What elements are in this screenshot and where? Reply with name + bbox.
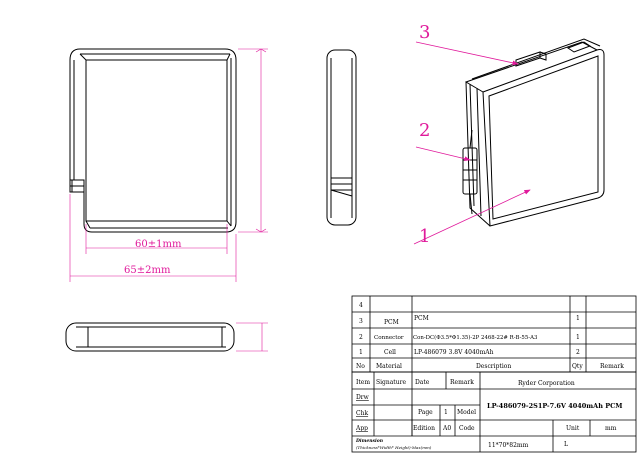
bottom-view — [65, 322, 235, 352]
tb-dimension-label: Dimension — [355, 438, 383, 444]
tb-unit-label: Unit — [566, 425, 580, 432]
tb-date: Date — [415, 379, 430, 386]
bom-row-2-qty: 1 — [576, 334, 580, 341]
tb-model-label: Model — [457, 409, 476, 416]
tb-page-value: 1 — [444, 409, 448, 416]
tb-page-label: Page — [418, 409, 433, 416]
tb-chk: Chk — [356, 410, 368, 417]
outer-width-label: 65±2mm — [124, 265, 171, 276]
isometric-view — [462, 38, 605, 227]
callout-3: 3 — [419, 22, 430, 43]
tb-app: App — [355, 425, 368, 432]
callout-1: 1 — [419, 226, 430, 247]
inner-width-label: 60±1mm — [135, 239, 182, 250]
tb-model-value: LP-486079-2S1P-7.6V 4040mAh PCM — [487, 402, 622, 410]
bom-header-description: Description — [476, 363, 511, 370]
tb-rev: L — [564, 441, 568, 448]
bottom-view-dimension — [236, 322, 268, 352]
bom-row-3-material: PCM — [384, 319, 399, 326]
tb-edition-value: A0 — [442, 425, 451, 432]
bom-row-3-no: 3 — [359, 318, 363, 325]
bom-row-2-material: Connector — [374, 335, 404, 341]
tb-remark: Remark — [450, 379, 474, 386]
bom-header-remark: Remark — [600, 363, 624, 370]
bom-row-1-description: LP-486079 3.8V 4040mAh — [414, 349, 494, 356]
tb-dimension-value: 11*70*82mm — [488, 442, 529, 449]
front-height-dimension — [238, 48, 268, 233]
callout-lines — [413, 41, 531, 245]
callout-2: 2 — [419, 120, 430, 141]
tb-drw: Drw — [356, 394, 370, 401]
tb-company: Ryder Corporation — [518, 380, 575, 387]
side-view — [326, 49, 357, 226]
bom-row-1-no: 1 — [359, 349, 363, 356]
bom-row-2-description: Con-DC(Φ3.5*Φ1.35)-2P 2468-22# R-B-55-A3 — [413, 334, 538, 341]
bom-row-2-no: 2 — [359, 334, 363, 341]
bom-header-qty: Qty — [572, 363, 583, 370]
bom-header-material: Material — [376, 363, 402, 370]
bom-row-3-description: PCM — [414, 315, 429, 322]
tb-item: Item — [356, 379, 370, 386]
bom-row-1-qty: 2 — [576, 349, 580, 356]
tb-signature: Signature — [376, 379, 406, 386]
bom-row-1-material: Cell — [384, 349, 396, 356]
tb-edition-label: Edition — [413, 425, 435, 432]
bom-row-4-no: 4 — [359, 302, 363, 309]
tb-unit-value: mm — [605, 425, 617, 432]
bom-header-no: No — [356, 363, 365, 370]
bom-table-grid — [351, 295, 637, 373]
title-block-grid — [351, 371, 637, 453]
front-width-dimensions — [69, 194, 237, 282]
front-view — [69, 48, 237, 233]
tb-dimension-sub: (Thickness*Width* Height)-Max(mm) — [356, 445, 432, 450]
bom-row-3-qty: 1 — [576, 315, 580, 322]
tb-code-label: Code — [459, 425, 475, 432]
